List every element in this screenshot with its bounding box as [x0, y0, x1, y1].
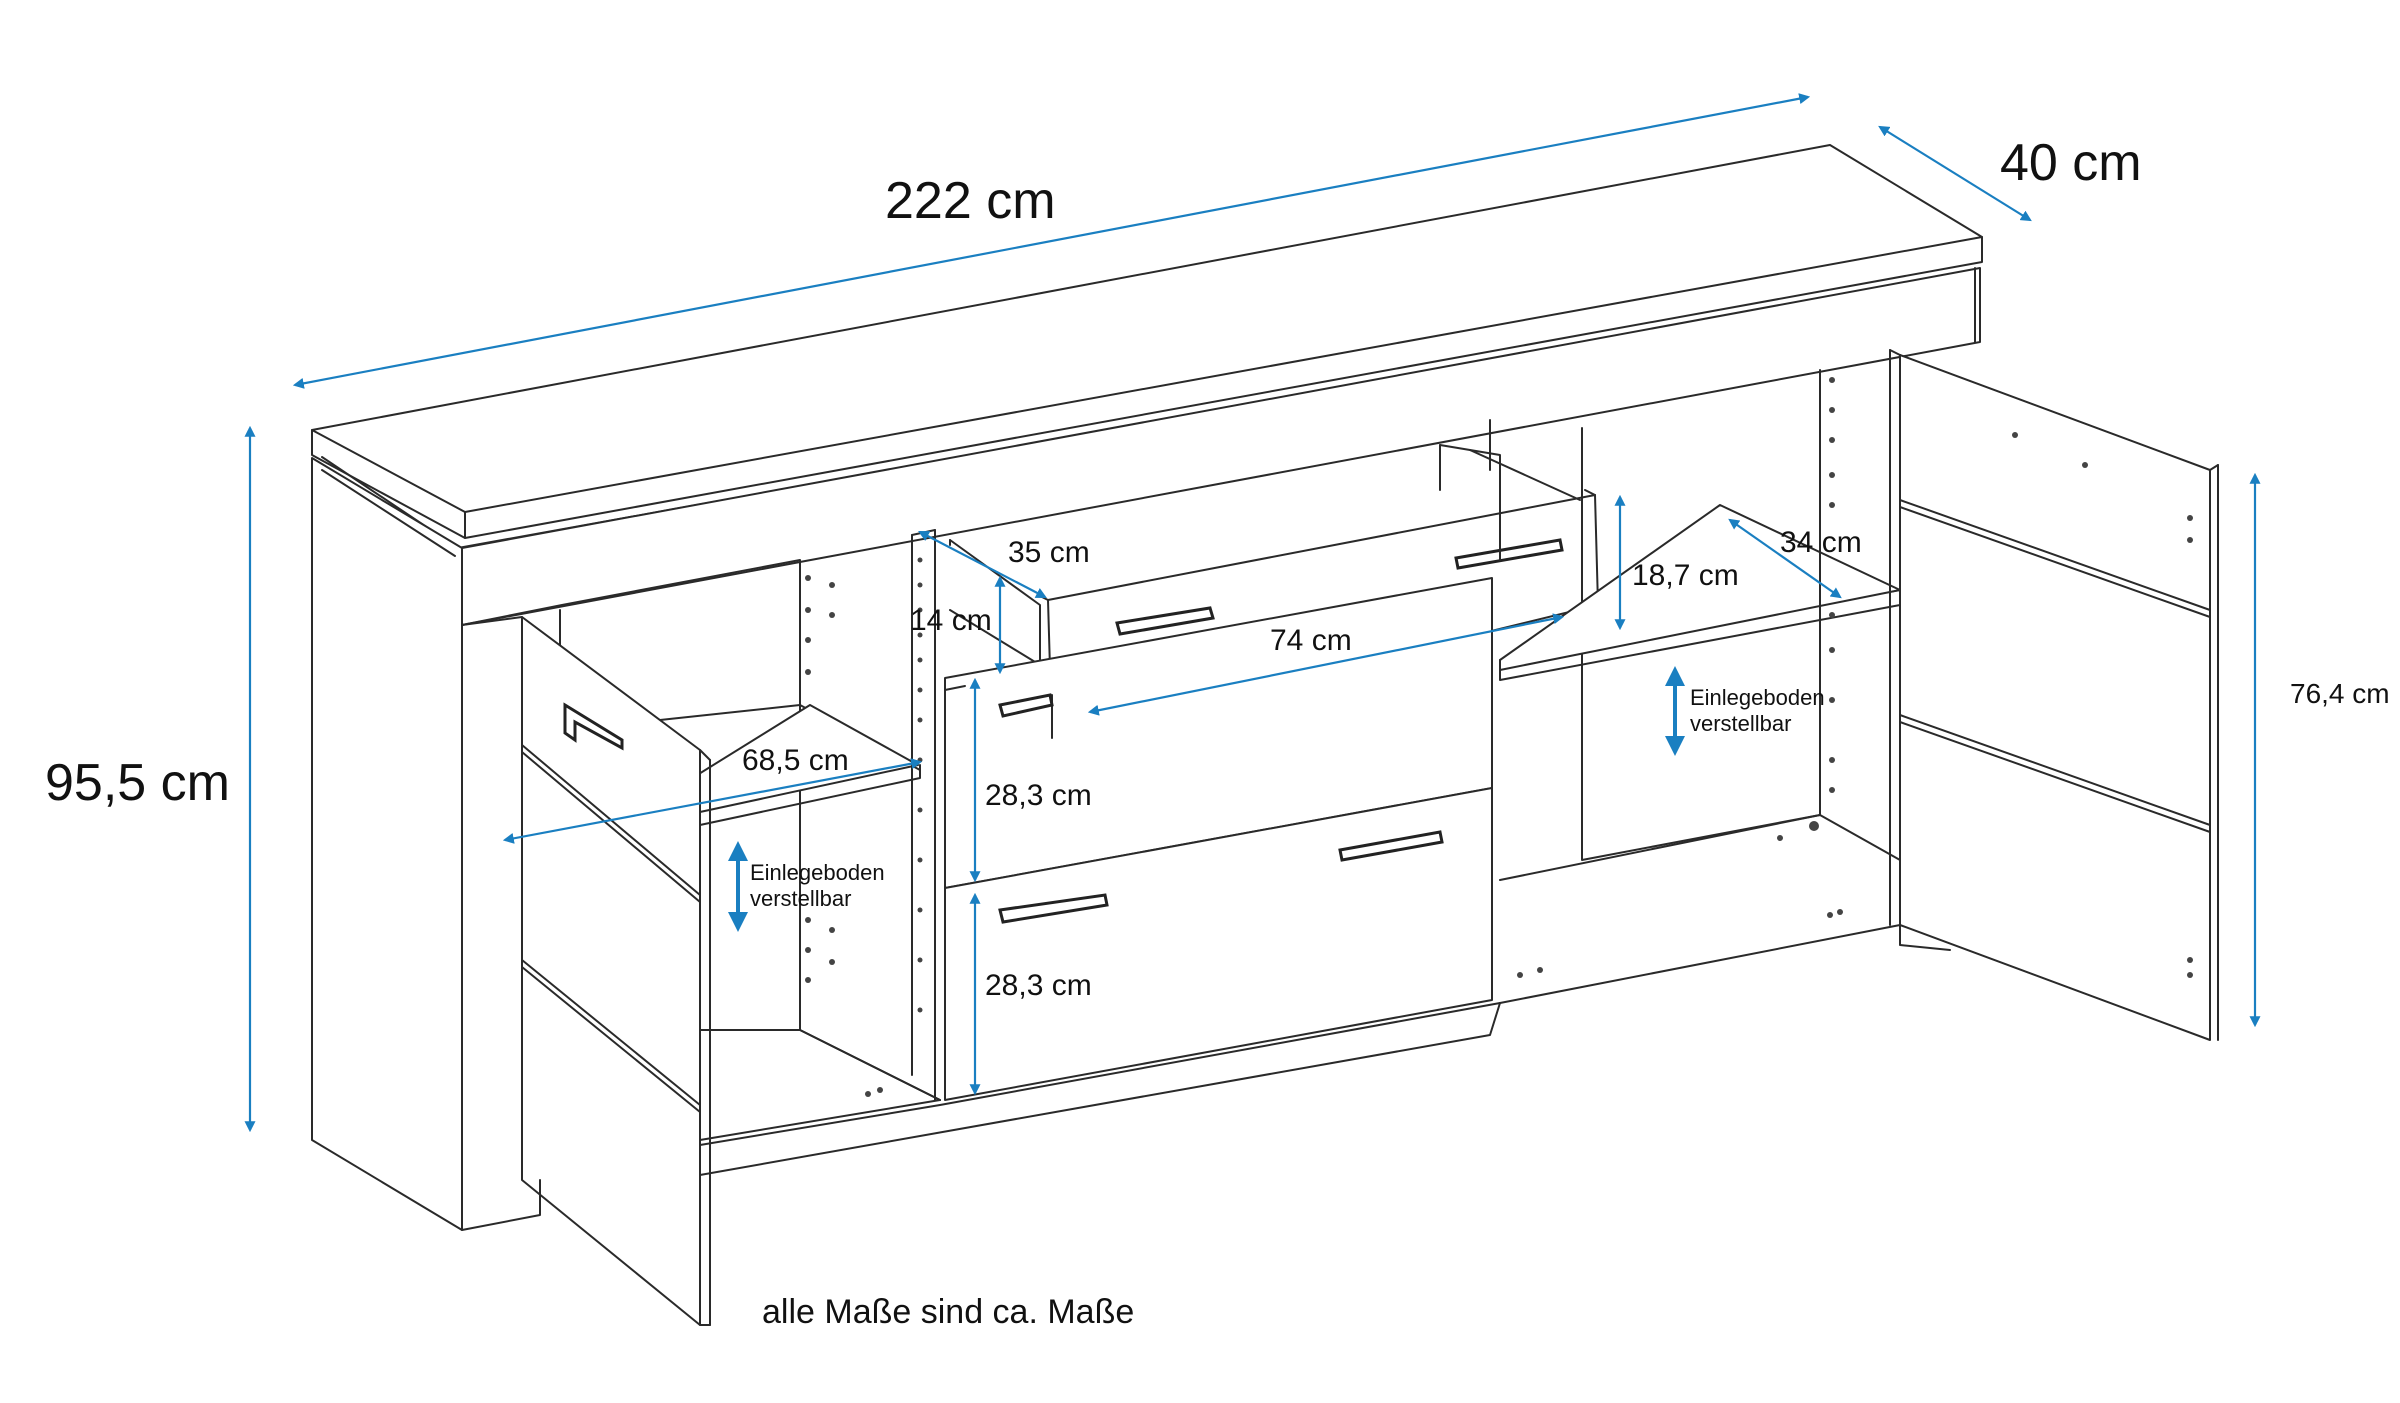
arrow-compartment-depth — [1728, 518, 1842, 599]
drawer-bottom — [944, 787, 1493, 1101]
label-compartment-height: 18,7 cm — [1632, 559, 1739, 592]
shelf-notes: Einlegeboden verstellbar Einlegeboden ve… — [750, 685, 1825, 911]
label-drawer-bottom-height: 28,3 cm — [985, 969, 1092, 1002]
arrow-depth — [1878, 125, 2032, 222]
dimension-labels: 222 cm 40 cm 95,5 cm 76,4 cm 35 cm 14 cm… — [45, 134, 2390, 1002]
arrow-drawer-width — [1087, 613, 1565, 716]
arrow-shelf-width — [502, 758, 923, 844]
label-height-total: 95,5 cm — [45, 754, 230, 812]
right-door-open — [1889, 349, 2219, 1041]
sideboard-drawing — [311, 144, 2219, 1326]
shelf-peg-holes-left — [805, 575, 883, 1097]
note-shelf-right-line2: verstellbar — [1690, 711, 1791, 736]
door-hinge-holes-right — [2012, 432, 2193, 978]
drawer-middle-handle — [998, 693, 1054, 718]
left-side-panel — [311, 457, 463, 1231]
label-depth: 40 cm — [2000, 134, 2142, 192]
note-shelf-left-line1: Einlegeboden — [750, 860, 885, 885]
left-door-handle — [563, 702, 624, 751]
label-drawer-width: 74 cm — [1270, 624, 1352, 657]
arrow-width-total — [292, 93, 1811, 389]
label-drawer-depth: 35 cm — [1008, 536, 1090, 569]
label-shelf-width: 68,5 cm — [742, 744, 849, 777]
drawer-bottom-handles — [998, 830, 1444, 924]
label-drawer-height: 14 cm — [910, 604, 992, 637]
note-shelf-right-line1: Einlegeboden — [1690, 685, 1825, 710]
label-compartment-depth: 34 cm — [1780, 526, 1862, 559]
dimension-arrows — [244, 93, 2261, 1133]
right-compartment — [1439, 354, 1951, 1004]
arrow-drawer-depth — [918, 530, 1047, 599]
peg-holes-right — [1517, 377, 1908, 978]
footnote-approx-measures: alle Maße sind ca. Maße — [762, 1293, 1134, 1331]
label-width-total: 222 cm — [885, 172, 1056, 230]
label-height-door: 76,4 cm — [2290, 678, 2390, 709]
label-drawer-mid-height: 28,3 cm — [985, 779, 1092, 812]
note-shelf-left-line2: verstellbar — [750, 886, 851, 911]
